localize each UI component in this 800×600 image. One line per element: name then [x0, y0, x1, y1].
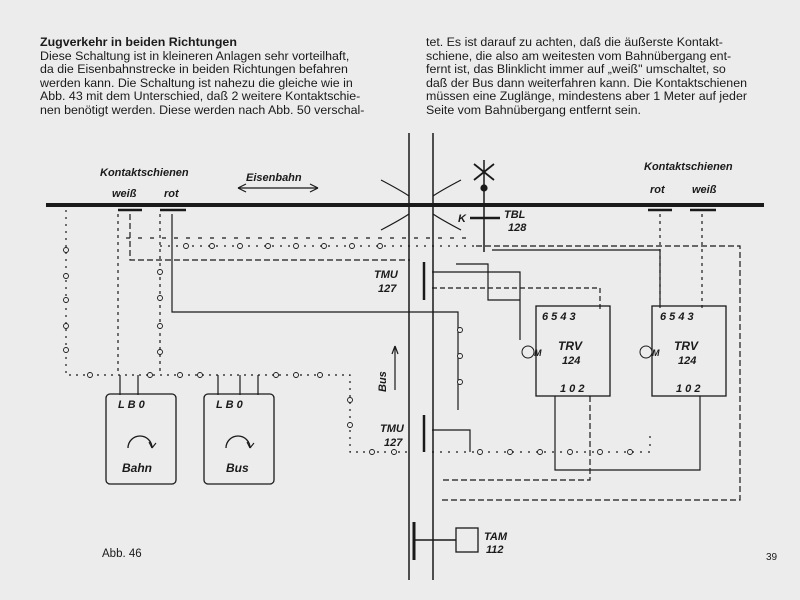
- label-trv-1-num: 124: [562, 355, 580, 367]
- crossing-marks: [380, 179, 462, 231]
- label-tbl-num: 128: [508, 222, 527, 234]
- label-trv-2-pins-top: 6 5 4 3: [660, 311, 694, 323]
- label-m-1: M: [534, 348, 542, 358]
- section-heading: Zugverkehr in beiden Richtungen: [40, 35, 237, 49]
- label-tam-num: 112: [486, 544, 504, 556]
- label-bus: Bus: [226, 461, 249, 475]
- motor-symbol-2: [639, 345, 653, 359]
- wire-tmu1-trv1: [432, 271, 521, 340]
- paragraph-right: tet. Es ist darauf zu achten, daß die äu…: [426, 35, 770, 118]
- label-kontaktschienen-left: Kontaktschienen: [100, 167, 189, 179]
- transformer-bahn: [105, 393, 177, 485]
- text-line: Diese Schaltung ist in kleineren Anlagen…: [40, 48, 350, 63]
- label-kontaktschienen-right: Kontaktschienen: [644, 161, 733, 173]
- wire-solid: [171, 214, 459, 410]
- text-line: Abb. 43 mit dem Unterschied, daß 2 weite…: [40, 89, 361, 104]
- text-line: nen benötigt werden. Diese werden nach A…: [40, 102, 365, 117]
- dial-icon-bus: [225, 435, 251, 449]
- label-k: K: [458, 213, 467, 225]
- label-bahn: Bahn: [122, 461, 152, 475]
- paragraph-left: Diese Schaltung ist in kleineren Anlagen…: [40, 48, 392, 118]
- text-line: daß der Bus dann weiterfahren kann. Die …: [426, 75, 747, 90]
- page-number: 39: [766, 552, 778, 563]
- wire-bahn-trafo: [119, 375, 139, 395]
- andreas-cross: [473, 163, 495, 181]
- label-trafo-pins-bus: L B 0: [216, 399, 244, 411]
- label-m-2: M: [652, 348, 660, 358]
- transformer-bus: [203, 393, 275, 485]
- label-trv-2-pins-bottom: 1 0 2: [676, 383, 700, 395]
- label-tmu-2-num: 127: [384, 437, 403, 449]
- text-line: tet. Es ist darauf zu achten, daß die äu…: [426, 35, 723, 49]
- tam-112-box: [455, 527, 479, 553]
- label-tmu-2: TMU: [380, 423, 405, 435]
- label-weiss-right: weiß: [692, 184, 717, 196]
- wire-dashed: [129, 214, 410, 261]
- dial-icon-bahn: [127, 435, 153, 449]
- motor-symbol-1: [521, 345, 535, 359]
- wire-bus-trafo: [217, 375, 259, 395]
- wire-tmu1-trv1-b: [432, 287, 601, 310]
- arrow-heads: [237, 183, 319, 193]
- text-line: Seite vom Bahnübergang entfernt sein.: [426, 102, 641, 117]
- junction-circles: [63, 243, 633, 455]
- label-trafo-pins-bahn: L B 0: [118, 399, 146, 411]
- wire-tmu2-trv2: [432, 430, 651, 453]
- label-bus-road: Bus: [377, 371, 389, 392]
- text-column-right: tet. Es ist darauf zu achten, daß die äu…: [426, 35, 770, 118]
- text-line: schiene, die also am weitesten vom Bahnü…: [426, 48, 732, 63]
- label-trv-2-num: 124: [678, 355, 696, 367]
- text-line: müssen eine Zuglänge, mindestens aber 1 …: [426, 89, 747, 104]
- text-line: werden kann. Die Schaltung ist nahezu di…: [40, 75, 353, 90]
- label-tmu-1-num: 127: [378, 283, 397, 295]
- wire-tbl-trv2: [492, 249, 661, 308]
- text-line: da die Eisenbahnstrecke in beiden Richtu…: [40, 62, 348, 77]
- wire-trv-bottom: [554, 396, 701, 471]
- bus-arrow-head: [391, 345, 399, 355]
- label-trv-2: TRV: [674, 339, 699, 353]
- label-trv-1: TRV: [558, 339, 583, 353]
- wire-tbl-trv: [456, 263, 520, 301]
- text-column-left: Zugverkehr in beiden Richtungen Diese Sc…: [40, 35, 392, 118]
- label-rot-right: rot: [650, 184, 666, 196]
- dial-arrow-bahn: [148, 441, 157, 449]
- text-line: fernt ist, das Blinklicht immer auf „wei…: [426, 62, 726, 77]
- label-rot-left: rot: [164, 188, 180, 200]
- label-tmu-1: TMU: [374, 269, 399, 281]
- label-trv-1-pins-top: 6 5 4 3: [542, 311, 576, 323]
- label-tam: TAM: [484, 531, 508, 543]
- trv-124-box-1: [535, 305, 611, 397]
- dial-arrow-bus: [246, 441, 255, 449]
- wire-tmu2: [432, 429, 471, 452]
- wire-right-loop: [440, 245, 741, 501]
- label-tbl: TBL: [504, 209, 526, 221]
- figure-caption: Abb. 46: [102, 548, 142, 560]
- label-eisenbahn: Eisenbahn: [246, 172, 302, 184]
- label-trv-1-pins-bottom: 1 0 2: [560, 383, 584, 395]
- wire-trv-bottom-2: [440, 396, 591, 481]
- signal-lamp: [480, 184, 488, 192]
- label-weiss-left: weiß: [112, 188, 137, 200]
